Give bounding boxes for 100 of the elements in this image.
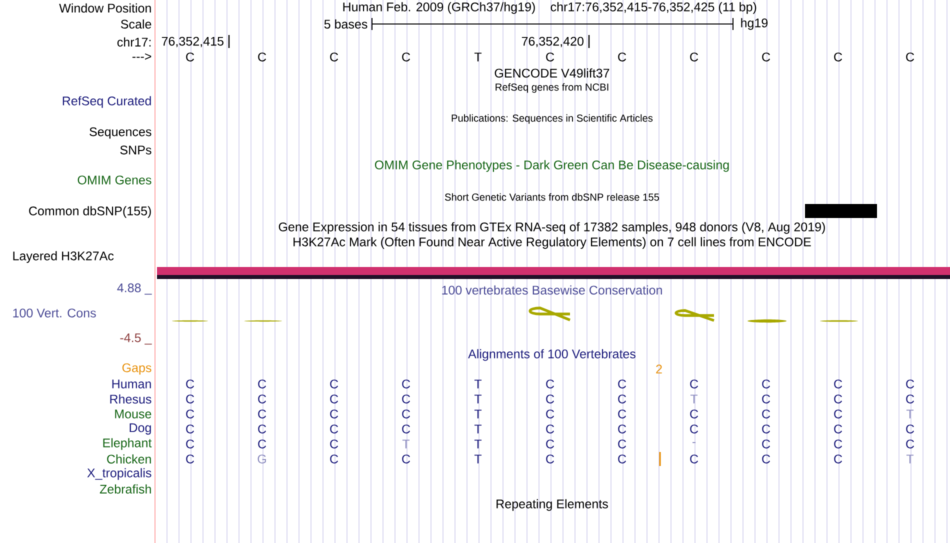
alignment-letter: C bbox=[762, 424, 770, 434]
species-label: Elephant bbox=[103, 438, 152, 450]
alignment-letter: C bbox=[330, 410, 338, 418]
track-title: RefSeq genes from NCBI bbox=[496, 83, 608, 93]
alignment-letter: C bbox=[186, 410, 194, 418]
alignment-letter: C bbox=[186, 454, 194, 464]
gap-count: 2 bbox=[656, 364, 662, 374]
axis-label: 4.88 _ bbox=[117, 283, 152, 295]
alignment-letter: C bbox=[330, 380, 338, 388]
alignment-letter: C bbox=[186, 394, 194, 404]
track-label: OMIM Genes bbox=[78, 176, 152, 184]
alignment-letter: C bbox=[690, 424, 698, 434]
alignment-letter: T bbox=[474, 410, 482, 418]
alignment-letter: T bbox=[474, 440, 482, 448]
alignment-letter: C bbox=[186, 440, 194, 448]
scale-label: 5 bases bbox=[324, 19, 368, 29]
alignment-letter: C bbox=[330, 454, 338, 464]
track-label: SNPs bbox=[120, 146, 152, 154]
base-letter: T bbox=[474, 52, 482, 62]
track-title: Publications: Sequences in Scientific Articles bbox=[452, 114, 653, 124]
alignment-letter: C bbox=[690, 410, 698, 418]
track-title: OMIM Gene Phenotypes - Dark Green Can Be Disease-causing bbox=[374, 160, 729, 172]
alignment-letter: T bbox=[906, 454, 914, 464]
alignment-letter: C bbox=[762, 440, 770, 448]
track-title: Gene Expression in 54 tissues from GTEx RNA-seq of 17382 samples, 948 donors (V8, Aug 2019) bbox=[278, 222, 825, 234]
alignment-letter: C bbox=[618, 394, 626, 404]
base-letter: C bbox=[690, 52, 698, 62]
species-label: Mouse bbox=[115, 410, 152, 418]
track-title: H3K27Ac Mark (Often Found Near Active Regulatory Elements) on 7 cell lines from ENCODE bbox=[294, 237, 811, 249]
strand-arrow: ---> bbox=[132, 53, 152, 60]
alignment-letter: C bbox=[546, 440, 554, 448]
track-title: GENCODE V49lift37 bbox=[494, 68, 610, 78]
base-letter: C bbox=[402, 52, 410, 62]
scale-label: hg19 bbox=[741, 18, 768, 30]
track-label: Sequences bbox=[90, 127, 152, 139]
alignment-letter: C bbox=[546, 424, 554, 434]
alignment-letter: C bbox=[258, 424, 266, 434]
alignment-letter: C bbox=[258, 394, 266, 404]
alignment-letter: C bbox=[402, 424, 410, 434]
position-header: Human Feb. 2009 (GRCh37/hg19) bbox=[343, 2, 535, 14]
track-label: RefSeq Curated bbox=[62, 96, 151, 108]
alignment-letter: C bbox=[906, 424, 914, 434]
alignment-letter: T bbox=[474, 424, 482, 434]
species-label: Chicken bbox=[107, 454, 151, 464]
alignment-letter: C bbox=[762, 410, 770, 418]
alignment-letter: C bbox=[330, 394, 338, 404]
alignment-letter: T bbox=[402, 440, 410, 448]
track-label: chr17: bbox=[117, 37, 151, 47]
alignment-letter: C bbox=[258, 380, 266, 388]
alignment-letter: C bbox=[546, 394, 554, 404]
alignment-letter: C bbox=[690, 454, 698, 464]
track-label: Gaps bbox=[122, 363, 152, 375]
alignment-letter: T bbox=[690, 394, 698, 404]
base-letter: C bbox=[546, 52, 554, 62]
base-letter: C bbox=[330, 52, 338, 62]
position-label: 76,352,415 bbox=[162, 36, 224, 48]
alignment-letter: C bbox=[618, 454, 626, 464]
alignment-letter: C bbox=[834, 454, 842, 464]
alignment-letter: C bbox=[834, 410, 842, 418]
alignment-letter: C bbox=[834, 394, 842, 404]
alignment-letter: T bbox=[474, 380, 482, 388]
track-label: 100 Vert. Cons bbox=[13, 308, 96, 318]
alignment-letter: C bbox=[402, 454, 410, 464]
alignment-letter: C bbox=[618, 380, 626, 388]
track-title: Repeating Elements bbox=[496, 499, 608, 511]
alignment-letter: C bbox=[834, 424, 842, 434]
track-label: Layered H3K27Ac bbox=[13, 251, 114, 263]
base-letter: C bbox=[618, 52, 626, 62]
alignment-letter: C bbox=[186, 424, 194, 434]
alignment-letter: C bbox=[258, 410, 266, 418]
alignment-letter: C bbox=[402, 394, 410, 404]
base-letter: C bbox=[258, 52, 266, 62]
track-label: Scale bbox=[120, 19, 152, 29]
alignment-letter: - bbox=[692, 442, 696, 444]
position-label: 76,352,420 bbox=[522, 36, 584, 48]
species-label: X_tropicalis bbox=[87, 468, 152, 480]
position-header: chr17:76,352,415-76,352,425 (11 bp) bbox=[550, 2, 756, 14]
alignment-letter: C bbox=[762, 454, 770, 464]
alignment-letter: C bbox=[906, 394, 914, 404]
axis-label: -4.5 _ bbox=[120, 333, 152, 345]
track-title: Short Genetic Variants from dbSNP release 155 bbox=[444, 193, 660, 201]
alignment-letter: T bbox=[474, 454, 482, 464]
species-label: Dog bbox=[130, 423, 151, 435]
alignment-letter: C bbox=[330, 440, 338, 448]
alignment-letter: G bbox=[258, 454, 266, 464]
alignment-letter: C bbox=[402, 410, 410, 418]
alignment-letter: C bbox=[762, 380, 770, 388]
track-label: Common dbSNP(155) bbox=[29, 206, 151, 218]
track-title: Alignments of 100 Vertebrates bbox=[468, 349, 636, 361]
base-letter: C bbox=[834, 52, 842, 62]
species-label: Zebrafish bbox=[100, 484, 151, 494]
species-label: Human bbox=[112, 380, 151, 388]
alignment-letter: C bbox=[546, 410, 554, 418]
alignment-letter: C bbox=[834, 380, 842, 388]
alignment-letter: C bbox=[546, 380, 554, 388]
alignment-letter: C bbox=[618, 440, 626, 448]
base-letter: C bbox=[762, 52, 770, 62]
track-label: Window Position bbox=[59, 3, 151, 13]
species-label: Rhesus bbox=[110, 394, 152, 404]
base-letter: C bbox=[186, 52, 194, 62]
